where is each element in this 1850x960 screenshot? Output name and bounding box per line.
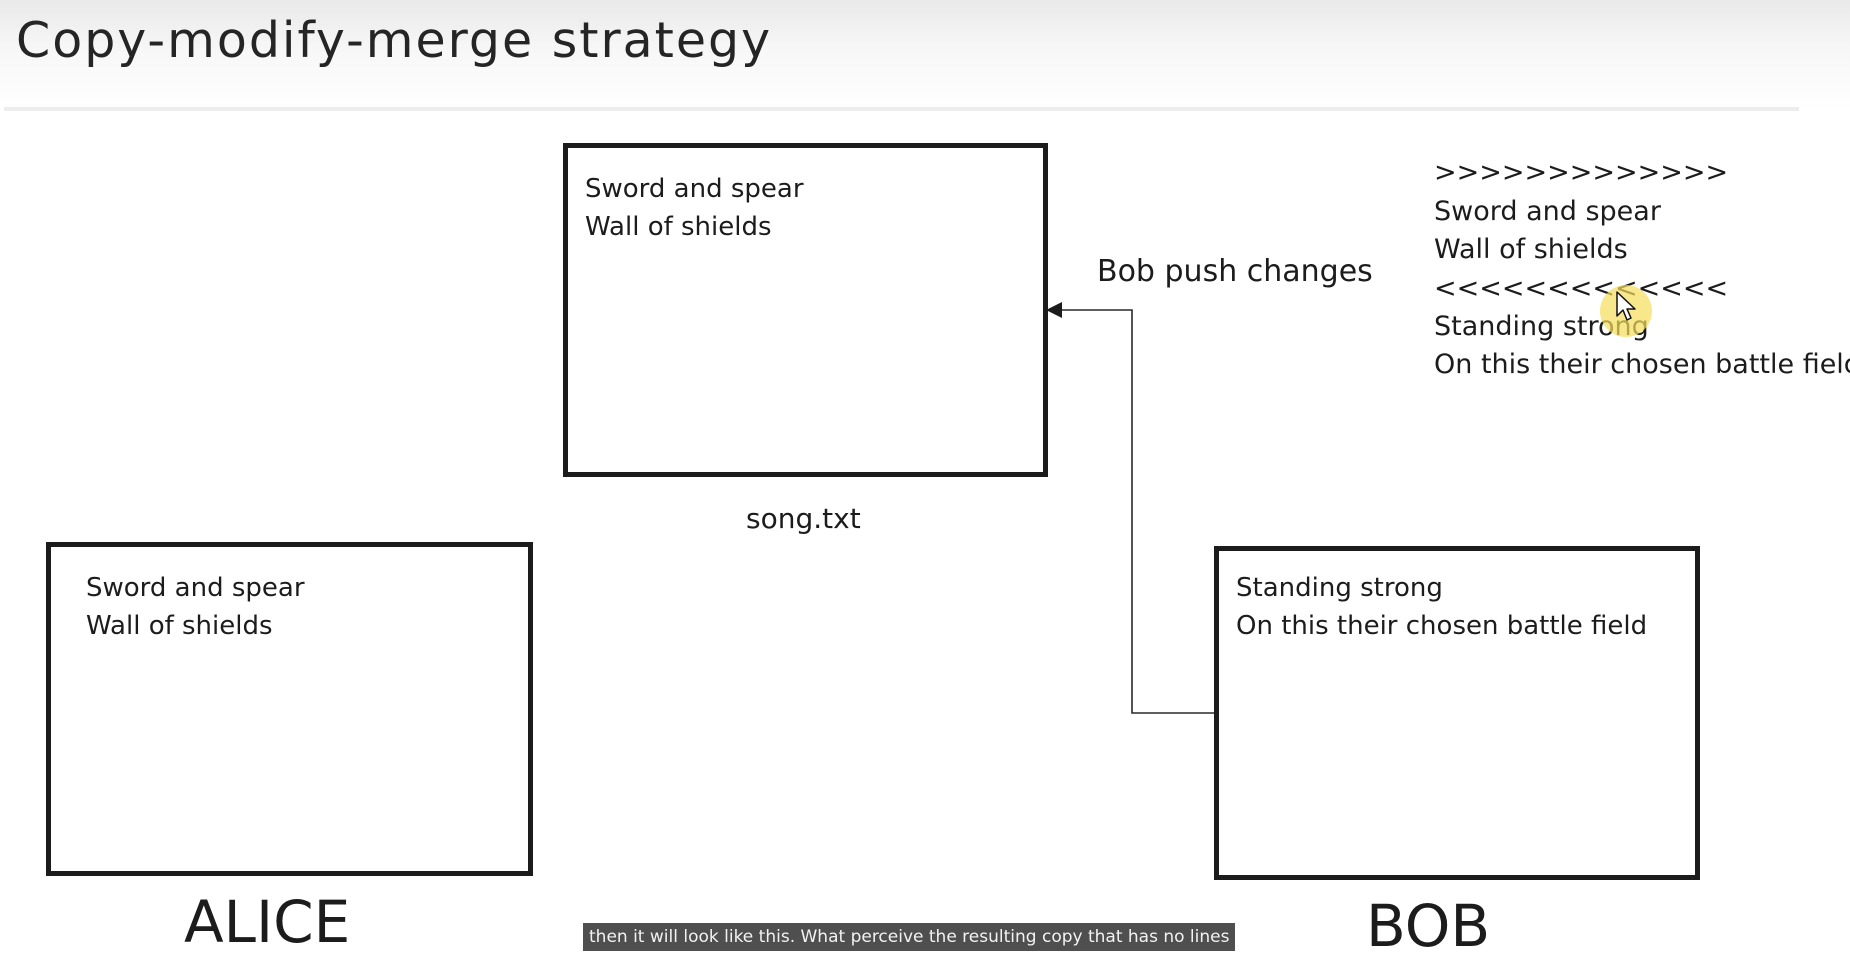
merged-line-4: On this their chosen battle field (1434, 349, 1850, 380)
bob-label: BOB (1366, 892, 1491, 960)
bob-file-line-2: On this their chosen battle field (1236, 611, 1648, 641)
server-file-line-2: Wall of shields (585, 212, 772, 242)
server-file-line-1: Sword and spear (585, 174, 804, 204)
merged-line-1: Sword and spear (1434, 196, 1661, 227)
arrowhead-icon (1046, 302, 1062, 318)
alice-file-line-2: Wall of shields (86, 611, 273, 641)
alice-file-line-1: Sword and spear (86, 573, 305, 603)
alice-label: ALICE (184, 888, 351, 956)
bob-file-line-1: Standing strong (1236, 573, 1443, 603)
slide-header: Copy-modify-merge strategy (0, 0, 1850, 110)
slide-title: Copy-modify-merge strategy (16, 12, 773, 69)
bob-file-box: Standing strong On this their chosen bat… (1214, 546, 1700, 880)
push-connector-line (1062, 309, 1215, 714)
push-label: Bob push changes (1097, 254, 1373, 289)
merged-line-2: Wall of shields (1434, 234, 1628, 265)
conflict-marker-end: <<<<<<<<<<<<< (1434, 273, 1729, 304)
server-file-box: Sword and spear Wall of shields (563, 143, 1048, 477)
alice-file-box: Sword and spear Wall of shields (46, 542, 533, 876)
conflict-marker-start: >>>>>>>>>>>>> (1434, 157, 1729, 188)
video-caption: then it will look like this. What percei… (583, 923, 1236, 951)
header-divider (4, 107, 1799, 111)
mouse-pointer-icon (1616, 291, 1636, 321)
server-filename: song.txt (746, 502, 861, 535)
